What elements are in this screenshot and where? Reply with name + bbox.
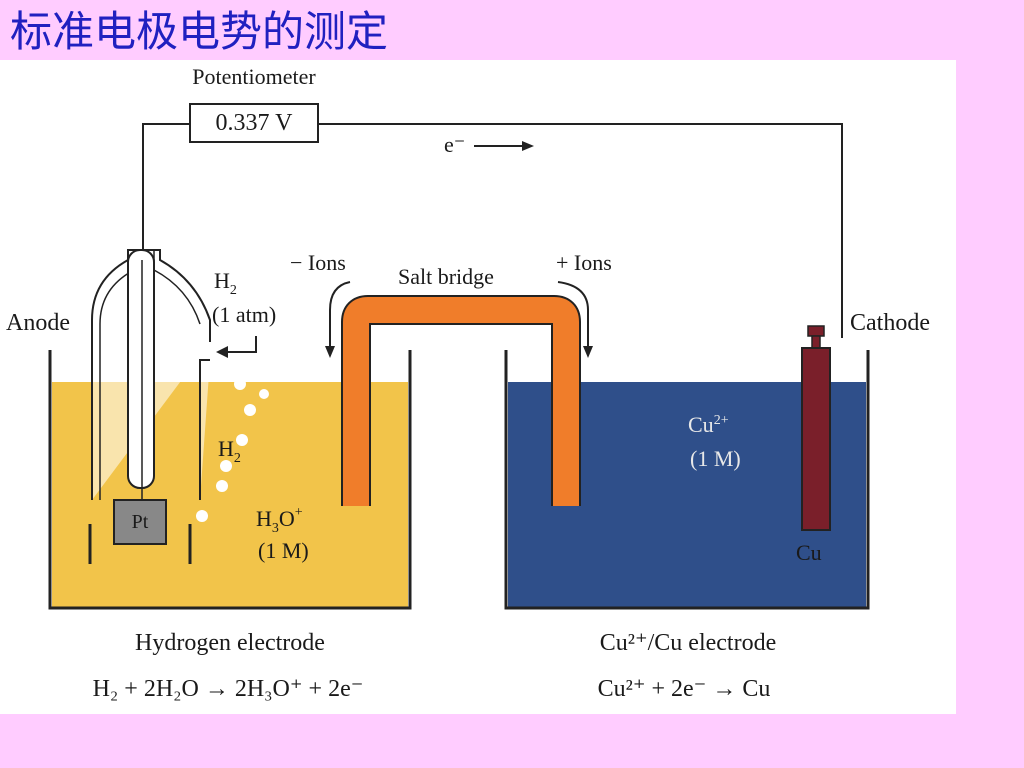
positive-ion-arrowhead (583, 346, 593, 358)
negative-ions-label: − Ions (290, 250, 346, 275)
copper-concentration: (1 M) (690, 446, 741, 471)
positive-ions-label: + Ions (556, 250, 612, 275)
inner-glass-tube (127, 249, 155, 489)
salt-bridge (343, 297, 579, 506)
pressure-label: (1 atm) (212, 302, 276, 327)
copper-electrode-caption: Cu²⁺/Cu electrode (600, 630, 776, 656)
h2-inlet-arrow (216, 336, 257, 358)
potentiometer-label: Potentiometer (192, 64, 316, 89)
bubble-h2-label: H2 (218, 436, 241, 466)
hydrogen-electrode-caption: Hydrogen electrode (135, 630, 325, 656)
diagram-panel: 0.337 V Potentiometer e⁻ Pt (0, 60, 956, 714)
left-beaker (48, 350, 412, 610)
electron-flow-arrow (474, 141, 534, 151)
platinum-plate (113, 499, 167, 545)
hydrogen-half-reaction: H₂ + 2H₂O → 2H₃O⁺ + 2e⁻ (93, 676, 364, 702)
hydrogen-electrode: Pt (88, 249, 211, 564)
cathode-label: Cathode (850, 310, 930, 336)
copper-half-reaction: Cu²⁺ + 2e⁻ → Cu (598, 676, 771, 702)
salt-bridge-label: Salt bridge (398, 264, 494, 289)
hydronium-label: H3O+ (256, 505, 303, 536)
bubble (234, 378, 246, 390)
anode-label: Anode (6, 310, 70, 336)
cu-electrode-label: Cu (796, 540, 822, 565)
negative-ion-arrow (329, 281, 351, 352)
potentiometer: 0.337 V Potentiometer (189, 64, 319, 143)
bubble (196, 510, 208, 522)
negative-ion-arrowhead (325, 346, 335, 358)
external-circuit-wire (142, 123, 843, 338)
pt-label: Pt (132, 511, 149, 533)
hydrogen-bubbles (196, 378, 269, 522)
electrochemical-cell-diagram: 0.337 V Potentiometer e⁻ Pt (6, 64, 930, 702)
right-beaker (504, 350, 870, 610)
copper-strip (801, 347, 831, 531)
electrode-stem (811, 335, 821, 349)
voltage-reading: 0.337 V (216, 110, 294, 136)
hydronium-concentration: (1 M) (258, 538, 309, 563)
electron-label: e⁻ (444, 132, 465, 157)
copper-electrode (801, 325, 831, 531)
bubble (259, 389, 269, 399)
h2-gas-label: H2 (214, 268, 237, 298)
bubble (236, 434, 248, 446)
bubble (220, 460, 232, 472)
copper-ion-label: Cu2+ (688, 412, 729, 437)
bubble (244, 404, 256, 416)
bubble (216, 480, 228, 492)
positive-ion-arrow (557, 281, 589, 352)
potentiometer-box (189, 103, 319, 143)
slide-title: 标准电极电势的测定 (10, 7, 389, 56)
electrode-cap (807, 325, 825, 337)
